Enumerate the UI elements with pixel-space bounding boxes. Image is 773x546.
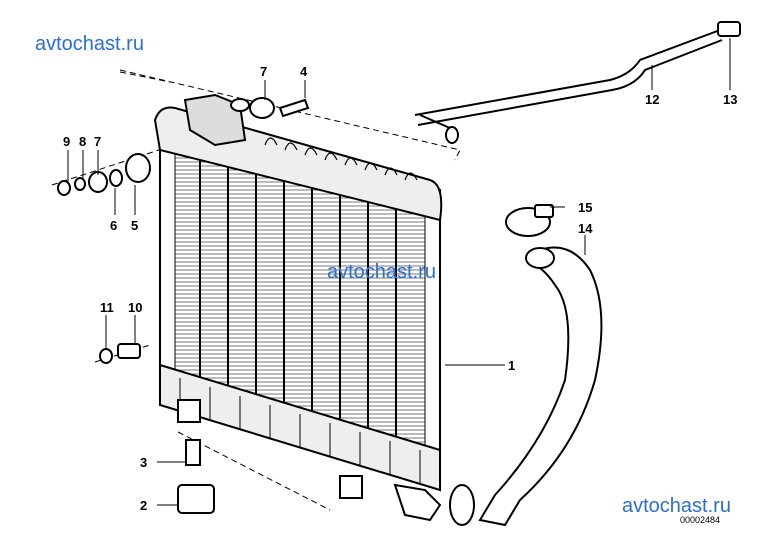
- callout-11: 11: [100, 300, 114, 315]
- watermark-top-left: avtochast.ru: [35, 33, 144, 55]
- callout-6: 6: [110, 218, 117, 233]
- clamp-lower: [449, 484, 475, 526]
- callout-7-top: 7: [260, 64, 267, 79]
- callout-14: 14: [578, 221, 593, 236]
- callout-1: 1: [508, 358, 515, 373]
- leader-lines: [67, 38, 731, 506]
- callout-13: 13: [723, 92, 737, 107]
- callout-5: 5: [131, 218, 138, 233]
- callout-8: 8: [79, 134, 86, 149]
- radiator: [153, 93, 443, 522]
- callout-9: 9: [63, 134, 70, 149]
- callout-labels: 1 2 3 4 5 6 7 7 8 9 10 11 12 13 14 15: [63, 64, 737, 513]
- assembly-guide-lines: [51, 69, 461, 511]
- diagram-code: 00002484: [680, 515, 720, 525]
- lower-hose: [478, 246, 603, 527]
- callout-15: 15: [578, 200, 592, 215]
- watermarks: avtochast.ru avtochast.ru avtochast.ru: [35, 33, 731, 517]
- callout-2: 2: [140, 498, 147, 513]
- upper-hose: [414, 29, 723, 144]
- mounting-hardware: [57, 97, 310, 514]
- clamp-15: [505, 204, 554, 237]
- callout-12: 12: [645, 92, 659, 107]
- watermark-center: avtochast.ru: [327, 261, 436, 283]
- callout-7-left: 7: [94, 134, 101, 149]
- callout-3: 3: [140, 455, 147, 470]
- callout-4: 4: [300, 64, 308, 79]
- watermark-bottom-right: avtochast.ru: [622, 495, 731, 517]
- clamp-13: [717, 21, 741, 37]
- callout-10: 10: [128, 300, 142, 315]
